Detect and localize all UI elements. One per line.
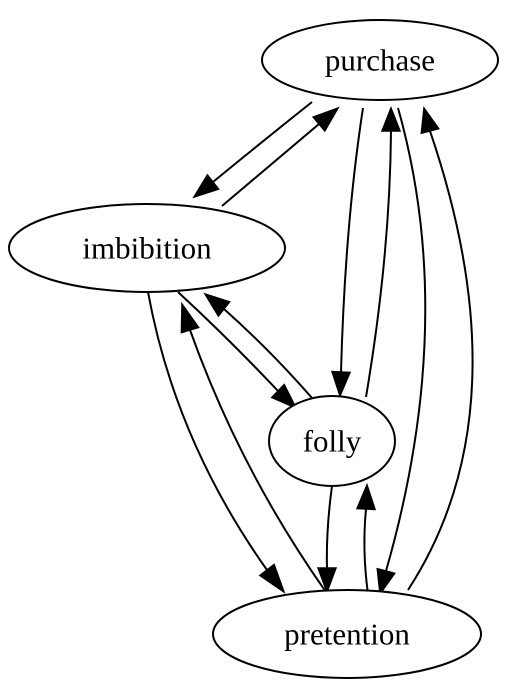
edge-pretention-to-folly-arrowhead <box>355 482 377 511</box>
edge-folly-to-imbibition-arrowhead <box>203 292 231 318</box>
edge-pretention-to-imbibition <box>180 301 327 593</box>
edge-pretention-to-purchase <box>407 105 474 591</box>
edge-purchase-to-pretention-line <box>385 107 427 572</box>
edge-imbibition-to-folly-line <box>177 291 279 392</box>
node-folly-label: folly <box>303 424 362 459</box>
edge-folly-to-purchase <box>365 105 402 398</box>
edge-folly-to-pretention-line <box>325 485 333 569</box>
edge-pretention-to-folly-line <box>363 508 369 595</box>
edge-pretention-to-purchase-line <box>407 130 474 591</box>
edge-purchase-to-imbibition <box>192 101 313 199</box>
node-pretention-label: pretention <box>284 617 410 652</box>
edge-imbibition-to-purchase <box>221 106 340 207</box>
node-folly-ellipse <box>268 395 396 487</box>
edge-folly-to-imbibition <box>203 292 313 399</box>
edge-purchase-to-folly-line <box>340 107 364 373</box>
edge-folly-to-purchase-line <box>365 130 392 398</box>
edge-imbibition-to-folly <box>177 291 298 410</box>
edge-pretention-to-imbibition-line <box>189 329 327 593</box>
edge-purchase-to-folly <box>330 107 364 399</box>
edge-purchase-to-imbibition-line <box>212 101 313 183</box>
edge-imbibition-to-pretention-arrowhead <box>258 563 286 594</box>
edge-pretention-to-folly <box>355 482 377 595</box>
node-imbibition-ellipse <box>8 203 286 293</box>
node-imbibition-label: imbibition <box>82 231 212 266</box>
edge-purchase-to-folly-arrowhead <box>330 370 352 399</box>
edge-imbibition-to-pretention <box>147 291 286 594</box>
node-imbibition: imbibition <box>8 203 286 293</box>
node-layer: purchase imbibition folly pretention <box>8 19 499 679</box>
node-purchase: purchase <box>261 19 499 101</box>
edge-folly-to-pretention-arrowhead <box>316 567 338 595</box>
edge-imbibition-to-purchase-line <box>221 123 320 207</box>
edge-imbibition-to-pretention-line <box>147 291 268 571</box>
node-pretention-ellipse <box>212 589 482 679</box>
edge-folly-to-imbibition-line <box>223 308 313 399</box>
edge-folly-to-purchase-arrowhead <box>380 105 402 132</box>
node-pretention: pretention <box>212 589 482 679</box>
node-purchase-ellipse <box>261 19 499 101</box>
edge-pretention-to-purchase-arrowhead <box>420 105 440 135</box>
edge-imbibition-to-purchase-arrowhead <box>311 106 340 133</box>
edge-purchase-to-imbibition-arrowhead <box>192 173 220 199</box>
node-purchase-label: purchase <box>325 43 435 78</box>
node-folly: folly <box>268 395 396 487</box>
edge-folly-to-pretention <box>316 485 338 595</box>
edge-imbibition-to-folly-arrowhead <box>270 383 298 410</box>
edge-purchase-to-pretention <box>376 107 427 597</box>
edge-layer <box>147 101 474 597</box>
edge-pretention-to-imbibition-arrowhead <box>180 301 200 334</box>
edge-purchase-to-pretention-arrowhead <box>376 567 396 597</box>
